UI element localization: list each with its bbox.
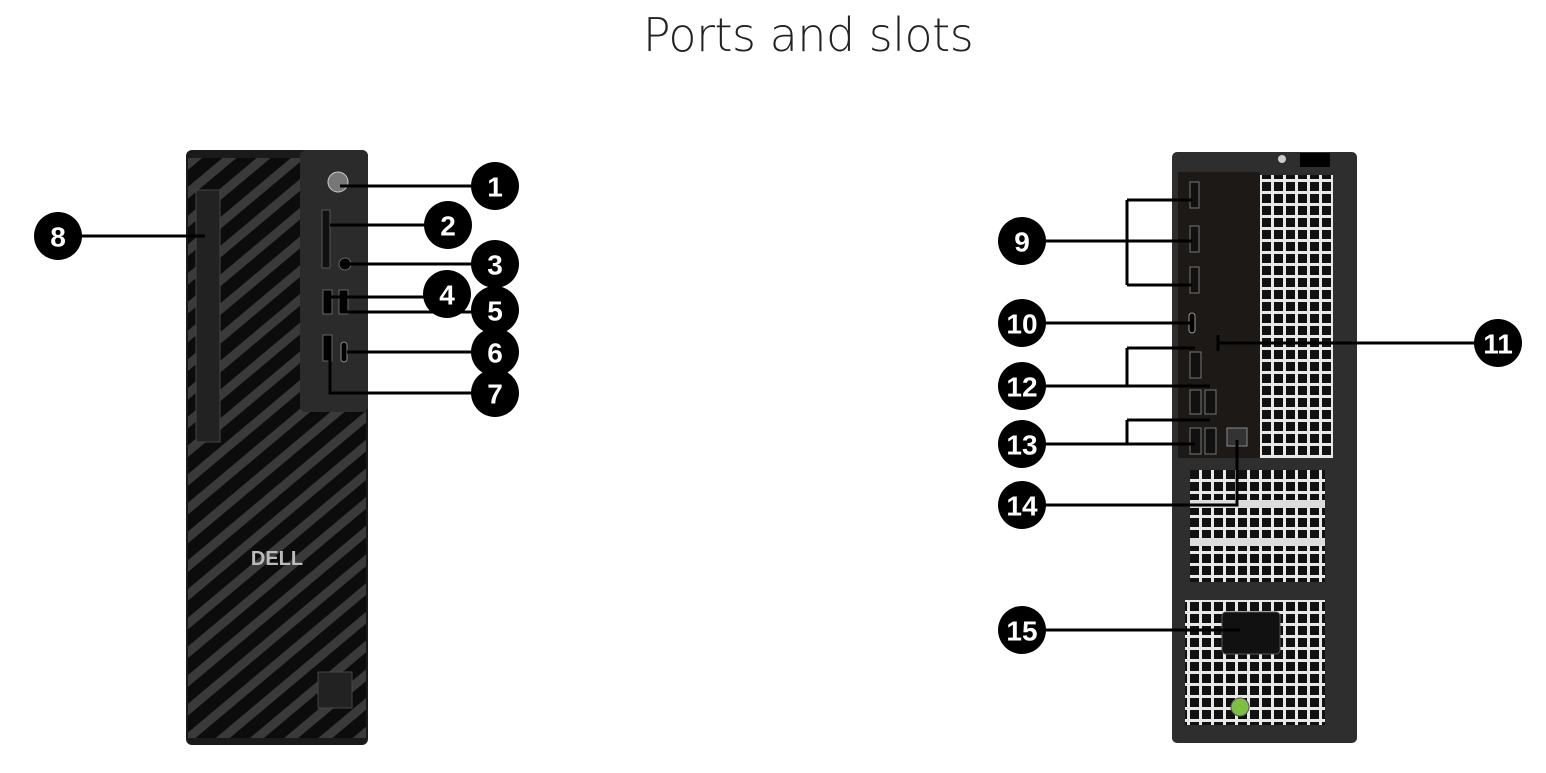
usb-rear-3 — [1204, 389, 1217, 415]
front-view-computer: DELL — [186, 150, 368, 745]
callout-number: 8 — [50, 222, 66, 253]
callout-badge — [998, 420, 1046, 468]
callout-badge — [1474, 319, 1522, 367]
usb-rear-4 — [1189, 427, 1202, 455]
callout-6: 6 — [347, 328, 519, 376]
callout-2: 2 — [330, 201, 472, 249]
power-button — [327, 171, 349, 193]
callout-11: 11 — [1216, 319, 1522, 367]
displayport-3 — [1189, 266, 1200, 294]
callout-leader-line — [1216, 335, 1498, 351]
callout-9: 9 — [998, 198, 1192, 287]
usb-port-c — [322, 334, 333, 362]
callout-leader-line — [328, 350, 495, 395]
callout-number: 11 — [1483, 329, 1513, 360]
callout-badge — [471, 162, 519, 210]
callout-number: 14 — [1006, 491, 1038, 522]
callout-number: 13 — [1006, 430, 1037, 461]
callout-5: 5 — [345, 286, 519, 334]
displayport-2 — [1189, 225, 1200, 253]
callout-number: 15 — [1006, 616, 1037, 647]
callout-3: 3 — [345, 240, 519, 288]
expansion-slots — [1190, 470, 1325, 582]
callout-7: 7 — [328, 350, 519, 417]
callout-number: 4 — [439, 280, 455, 311]
front-io-panel — [300, 150, 368, 412]
callout-12: 12 — [998, 346, 1210, 410]
callout-13: 13 — [998, 418, 1210, 468]
rear-view-computer — [1172, 152, 1357, 743]
usb-rear-5 — [1204, 427, 1217, 455]
psu-led — [1230, 697, 1250, 717]
callout-badge — [471, 240, 519, 288]
callout-8: 8 — [34, 212, 205, 260]
callout-4: 4 — [327, 270, 471, 318]
displayport-1 — [1189, 181, 1200, 209]
fingerprint-pad — [317, 671, 353, 709]
callout-number: 7 — [487, 379, 503, 410]
callout-badge — [34, 212, 82, 260]
lock-slot — [1300, 153, 1330, 167]
callout-badge — [998, 481, 1046, 529]
callout-badge — [998, 299, 1046, 347]
usb-port-b — [338, 289, 349, 315]
callout-number: 6 — [487, 338, 503, 369]
callout-badge — [471, 369, 519, 417]
usb-port-a — [322, 289, 333, 315]
optical-drive-bezel — [195, 189, 221, 443]
callout-badge — [998, 362, 1046, 410]
callout-badge — [998, 606, 1046, 654]
callout-leader-line — [1022, 198, 1192, 287]
callout-badge — [471, 328, 519, 376]
callout-number: 10 — [1006, 309, 1037, 340]
callout-leader-line — [1022, 440, 1239, 507]
page-title: Ports and slots — [642, 8, 974, 62]
callout-number: 2 — [440, 211, 456, 242]
callout-1: 1 — [340, 162, 519, 210]
callout-14: 14 — [998, 440, 1239, 529]
usb-rear-2 — [1189, 389, 1202, 415]
callout-number: 1 — [487, 172, 503, 203]
callout-badge — [423, 270, 471, 318]
callout-badge — [424, 201, 472, 249]
callout-badge — [471, 286, 519, 334]
callout-15: 15 — [998, 606, 1240, 654]
dell-logo: DELL — [251, 548, 303, 570]
callout-number: 9 — [1014, 227, 1030, 258]
power-connector — [1221, 611, 1281, 655]
callout-number: 3 — [487, 250, 503, 281]
callout-leader-line — [1022, 418, 1210, 446]
callout-leader-line — [1022, 346, 1210, 388]
callout-number: 12 — [1006, 372, 1037, 403]
callout-number: 5 — [487, 296, 503, 327]
usb-c-port — [340, 341, 348, 363]
callout-badge — [998, 217, 1046, 265]
usb-rear-1 — [1189, 351, 1202, 379]
sd-card-slot — [321, 209, 331, 269]
callout-10: 10 — [998, 299, 1190, 347]
